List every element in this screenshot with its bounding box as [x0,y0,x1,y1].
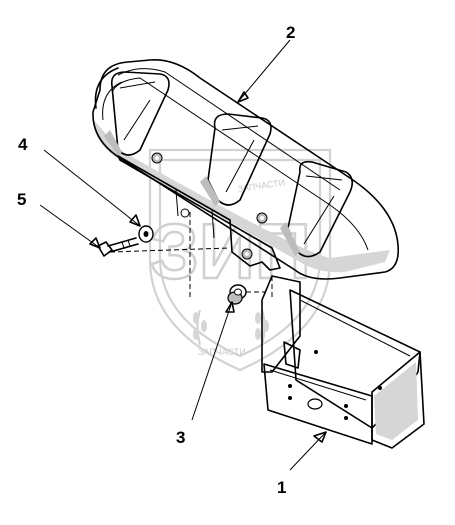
part-4-washer [138,225,154,243]
callout-4: 4 [18,135,28,154]
cover-band-2 [200,113,272,206]
callout-5: 5 [17,190,26,209]
wheat-left-icon [193,309,207,346]
callout-1: 1 [277,478,286,497]
callout-3: 3 [176,428,185,447]
callout-leaders [39,39,327,471]
part-3-bushing [227,284,247,305]
part-1-bracket [261,275,425,449]
part-5-bolt [97,237,139,257]
watermark-text-bottom: ЗАПЧАСТИ [198,347,246,357]
cover-band-3 [280,160,354,258]
part-2-cover [92,59,400,280]
callout-2: 2 [286,23,295,42]
cover-band-1 [104,71,170,156]
